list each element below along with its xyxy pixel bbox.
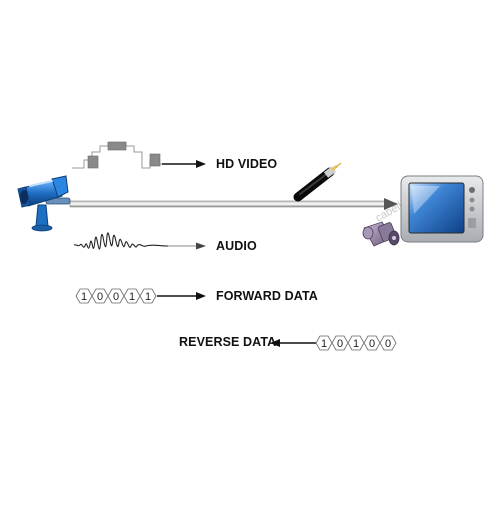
audio-label: AUDIO xyxy=(216,239,257,253)
cctv-camera-icon xyxy=(17,175,71,232)
reverse-bit: 0 xyxy=(379,335,397,351)
forward-bit: 0 xyxy=(91,288,109,304)
audio-waveform-signal xyxy=(73,232,206,250)
hd-video-signal xyxy=(72,141,206,169)
forward-data-bits: 1 0 0 1 1 xyxy=(75,288,206,304)
reverse-bit-digit: 0 xyxy=(337,338,343,350)
reverse-bit: 1 xyxy=(315,335,333,351)
reverse-bit: 1 xyxy=(347,335,365,351)
hd-video-label: HD VIDEO xyxy=(216,157,278,171)
reverse-bit-digit: 0 xyxy=(369,338,375,350)
coaxial-cable-icon xyxy=(293,162,342,202)
forward-bit: 1 xyxy=(139,288,157,304)
reverse-bit-digit: 1 xyxy=(321,338,327,350)
transmission-link-line xyxy=(69,198,398,210)
reverse-bit: 0 xyxy=(363,335,381,351)
reverse-bit: 0 xyxy=(331,335,349,351)
monitor-icon xyxy=(400,175,484,243)
bnc-connector-icon xyxy=(362,221,400,247)
forward-bit-digit: 0 xyxy=(113,291,119,303)
reverse-bit-digit: 1 xyxy=(353,338,359,350)
forward-bit: 1 xyxy=(123,288,141,304)
forward-bit-digit: 1 xyxy=(81,291,87,303)
forward-bit-digit: 1 xyxy=(129,291,135,303)
reverse-data-label: REVERSE DATA xyxy=(179,335,277,349)
forward-bit-digit: 0 xyxy=(97,291,103,303)
forward-bit-digit: 1 xyxy=(145,291,151,303)
forward-data-label: FORWARD DATA xyxy=(216,289,318,303)
forward-bit: 1 xyxy=(75,288,93,304)
reverse-bit-digit: 0 xyxy=(385,338,391,350)
forward-bit: 0 xyxy=(107,288,125,304)
reverse-data-bits: 1 0 1 0 0 xyxy=(270,335,397,351)
